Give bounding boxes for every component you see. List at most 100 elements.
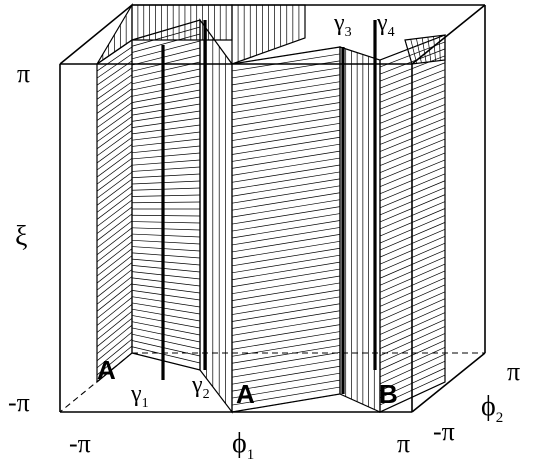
hatch-line [131, 54, 201, 72]
hatch-line [131, 233, 201, 238]
hatch-line [231, 240, 341, 260]
phi1-axis-label: ϕ1 [232, 428, 254, 463]
region-labels: A A B [97, 355, 398, 409]
xi-axis-label: ξ [15, 221, 27, 252]
hatch-line [96, 345, 133, 376]
hatch-line [131, 89, 201, 103]
hatch-line [231, 303, 341, 322]
hatch-line [96, 60, 133, 86]
hatch-line [131, 75, 201, 91]
hatch-line [131, 340, 201, 357]
hatch-line [96, 241, 133, 270]
panel-right-back-vertical-outline [404, 34, 446, 65]
hatch-line [96, 88, 133, 114]
hatch-line [96, 248, 133, 277]
hatch-line [231, 261, 341, 281]
hatch-line [131, 124, 201, 135]
gamma-curves [161, 20, 377, 394]
hatch-line [96, 304, 133, 333]
phi2-max-tick: π [507, 357, 520, 386]
hatch-line [231, 227, 341, 246]
hatch-line [96, 151, 133, 178]
hatch-line [131, 296, 201, 308]
panel-left-back-vertical [96, 2, 133, 65]
xi-bottom-tick: -π [8, 388, 30, 417]
hatch-line [131, 315, 201, 329]
hatch-line [131, 26, 201, 47]
hatch-line [96, 213, 133, 241]
hatch-line [231, 164, 341, 183]
panel-left-back-vertical-outline [96, 2, 133, 65]
hatch-line [131, 40, 201, 60]
hatch-line [131, 321, 201, 336]
hatch-line [231, 324, 341, 343]
hatch-line [131, 252, 201, 259]
hatch-line [96, 123, 133, 150]
hatch-line [131, 33, 201, 53]
hatch-line [131, 227, 201, 231]
hatch-line [131, 103, 201, 116]
hatch-line [96, 46, 133, 72]
panel-back-strip [131, 4, 233, 41]
hatch-line [231, 136, 341, 155]
hatch-line [131, 246, 201, 252]
hatch-line [410, 39, 418, 64]
hatch-line [231, 67, 341, 86]
panel-center-horizontal [231, 46, 341, 413]
hatch-line [96, 283, 133, 312]
right-top-edge [411, 4, 486, 65]
hatch-line [231, 157, 341, 176]
hatch-line [231, 53, 341, 72]
hatch-line [96, 178, 133, 206]
hatch-line [96, 290, 133, 319]
hatch-line [231, 213, 341, 232]
hatch-line [96, 74, 133, 100]
hatch-line [231, 310, 341, 329]
phi1-max-tick: π [397, 429, 410, 458]
hatch-line [231, 171, 341, 190]
hatch-line [96, 144, 133, 171]
panel-back-strip-outline [131, 4, 233, 41]
hatch-line [131, 180, 201, 185]
hatch-line [131, 117, 201, 128]
hatch-line [131, 68, 201, 85]
gamma-1-label: γ1 [130, 381, 149, 411]
hatch-line [231, 289, 341, 308]
hatch-line [231, 317, 341, 336]
gamma-4-label: γ4 [376, 10, 395, 40]
hatch-line [131, 110, 201, 122]
hatch-line [231, 185, 341, 204]
hatch-line [433, 36, 436, 62]
phi2-axis-label: ϕ2 [481, 391, 503, 426]
hatch-line [231, 206, 341, 225]
left-top-edge [59, 4, 133, 65]
hatch-line [131, 159, 201, 166]
hatch-line [96, 157, 133, 185]
hatch-line [96, 130, 133, 157]
hatch-line [96, 220, 133, 249]
hatch-line [231, 365, 341, 385]
hatch-line [131, 327, 201, 343]
hatch-line [131, 308, 201, 322]
axis-labels: π ξ -π -π ϕ1 π -π ϕ2 π [8, 59, 520, 463]
hatch-line [96, 67, 133, 93]
hatch-line [231, 116, 341, 134]
hatch-line [231, 122, 341, 141]
hatch-line [96, 262, 133, 291]
hatch-line [131, 82, 201, 97]
hatch-line [131, 221, 201, 224]
hatch-line [131, 152, 201, 160]
phi1-min-tick: -π [69, 429, 91, 458]
hatch-line [231, 178, 341, 197]
hatch-line [131, 346, 201, 364]
hatch-line [231, 372, 341, 392]
hatch-line [416, 38, 422, 63]
hatch-line [131, 333, 201, 350]
hatch-line [131, 96, 201, 110]
hatch-line [96, 317, 133, 347]
hatch-line [231, 275, 341, 295]
hatch-line [231, 296, 341, 315]
hatch-line [231, 88, 341, 107]
hatch-line [231, 95, 341, 114]
xi-top-tick: π [17, 59, 30, 88]
